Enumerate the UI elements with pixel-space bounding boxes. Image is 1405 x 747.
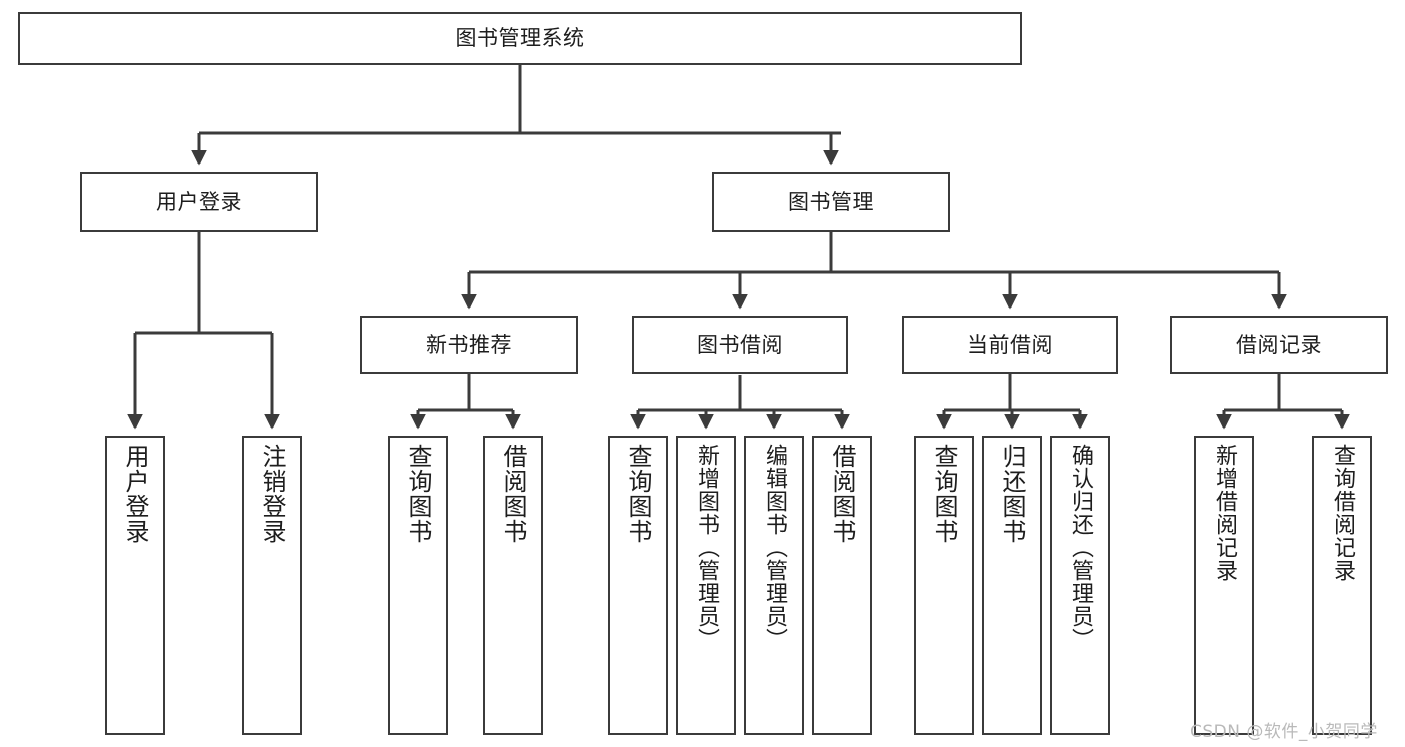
node-user-login-label: 用户登录 [156, 189, 242, 214]
node-current-borrow-label: 当前借阅 [967, 332, 1053, 357]
leaf-return-book[interactable]: 归还图书 [982, 436, 1042, 735]
leaf-confirm-return[interactable]: 确认归还（管理员） [1050, 436, 1110, 735]
leaf-edit-book-label: 编辑图书（管理员） [762, 444, 787, 651]
leaf-query-book-borrow[interactable]: 查询图书 [608, 436, 668, 735]
leaf-borrow-book-recommend[interactable]: 借阅图书 [483, 436, 543, 735]
leaf-add-book-label: 新增图书（管理员） [694, 444, 719, 651]
node-user-login[interactable]: 用户登录 [80, 172, 318, 232]
leaf-logout-label: 注销登录 [258, 444, 286, 544]
node-root[interactable]: 图书管理系统 [18, 12, 1022, 65]
leaf-query-book-current[interactable]: 查询图书 [914, 436, 974, 735]
leaf-borrow-book[interactable]: 借阅图书 [812, 436, 872, 735]
leaf-user-login-label: 用户登录 [121, 444, 149, 544]
node-book-manage[interactable]: 图书管理 [712, 172, 950, 232]
node-book-manage-label: 图书管理 [788, 189, 874, 214]
leaf-query-book-recommend[interactable]: 查询图书 [388, 436, 448, 735]
leaf-confirm-return-label: 确认归还（管理员） [1068, 444, 1093, 651]
node-book-borrow[interactable]: 图书借阅 [632, 316, 848, 374]
leaf-add-book[interactable]: 新增图书（管理员） [676, 436, 736, 735]
leaf-borrow-book-recommend-label: 借阅图书 [499, 444, 527, 544]
node-current-borrow[interactable]: 当前借阅 [902, 316, 1118, 374]
leaf-add-borrow-record[interactable]: 新增借阅记录 [1194, 436, 1254, 735]
leaf-query-borrow-record-label: 查询借阅记录 [1330, 444, 1355, 582]
leaf-query-book-recommend-label: 查询图书 [404, 444, 432, 544]
leaf-query-book-borrow-label: 查询图书 [624, 444, 652, 544]
node-new-book-recommend[interactable]: 新书推荐 [360, 316, 578, 374]
leaf-query-book-current-label: 查询图书 [930, 444, 958, 544]
node-book-borrow-label: 图书借阅 [697, 332, 783, 357]
leaf-return-book-label: 归还图书 [998, 444, 1026, 544]
leaf-query-borrow-record[interactable]: 查询借阅记录 [1312, 436, 1372, 735]
node-borrow-record-label: 借阅记录 [1236, 332, 1322, 357]
connector-lines [127, 65, 1350, 430]
node-new-book-recommend-label: 新书推荐 [426, 332, 512, 357]
leaf-borrow-book-label: 借阅图书 [828, 444, 856, 544]
leaf-add-borrow-record-label: 新增借阅记录 [1212, 444, 1237, 582]
leaf-logout[interactable]: 注销登录 [242, 436, 302, 735]
node-borrow-record[interactable]: 借阅记录 [1170, 316, 1388, 374]
node-root-label: 图书管理系统 [455, 26, 585, 51]
csdn-watermark: CSDN @软件_小贺同学 [1190, 722, 1378, 742]
leaf-user-login[interactable]: 用户登录 [105, 436, 165, 735]
leaf-edit-book[interactable]: 编辑图书（管理员） [744, 436, 804, 735]
